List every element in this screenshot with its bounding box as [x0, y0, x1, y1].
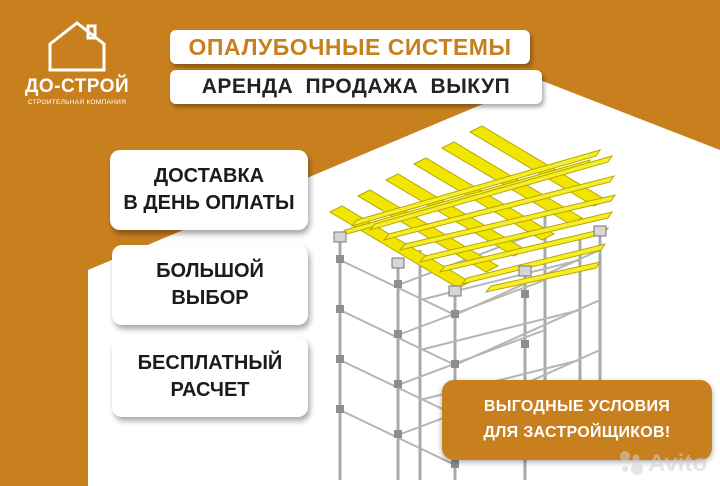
services-line: АРЕНДА ПРОДАЖА ВЫКУП — [201, 75, 511, 98]
house-icon — [48, 21, 106, 72]
watermark-text: Avito — [648, 450, 708, 477]
headline-box: ОПАЛУБОЧНЫЕ СИСТЕМЫ — [170, 30, 530, 64]
brand-subtitle: СТРОИТЕЛЬНАЯ КОМПАНИЯ — [27, 99, 127, 106]
promo-line: ВЫГОДНЫЕ УСЛОВИЯ — [483, 398, 671, 415]
avito-logo-icon — [620, 451, 643, 475]
services-box: АРЕНДА ПРОДАЖА ВЫКУП — [170, 70, 542, 104]
feature-line: БОЛЬШОЙ — [156, 260, 264, 282]
promo-banner: ВЫГОДНЫЕ УСЛОВИЯ ДЛЯ ЗАСТРОЙЩИКОВ! — [442, 380, 712, 460]
feature-card-delivery: ДОСТАВКА В ДЕНЬ ОПЛАТЫ — [110, 150, 308, 230]
headline-title: ОПАЛУБОЧНЫЕ СИСТЕМЫ — [188, 34, 512, 60]
promo-line: ДЛЯ ЗАСТРОЙЩИКОВ! — [483, 424, 671, 441]
feature-card-calculation: БЕСПЛАТНЫЙ РАСЧЕТ — [112, 337, 308, 417]
feature-line: ВЫБОР — [171, 287, 249, 309]
feature-card-choice: БОЛЬШОЙ ВЫБОР — [112, 245, 308, 325]
feature-line: БЕСПЛАТНЫЙ — [137, 352, 283, 374]
company-logo: ДО-СТРОЙ СТРОИТЕЛЬНАЯ КОМПАНИЯ — [18, 20, 136, 110]
brand-name: ДО-СТРОЙ — [24, 76, 130, 97]
avito-watermark: Avito — [616, 448, 720, 478]
feature-line: РАСЧЕТ — [170, 379, 250, 401]
feature-line: В ДЕНЬ ОПЛАТЫ — [123, 192, 295, 214]
feature-line: ДОСТАВКА — [153, 165, 265, 187]
